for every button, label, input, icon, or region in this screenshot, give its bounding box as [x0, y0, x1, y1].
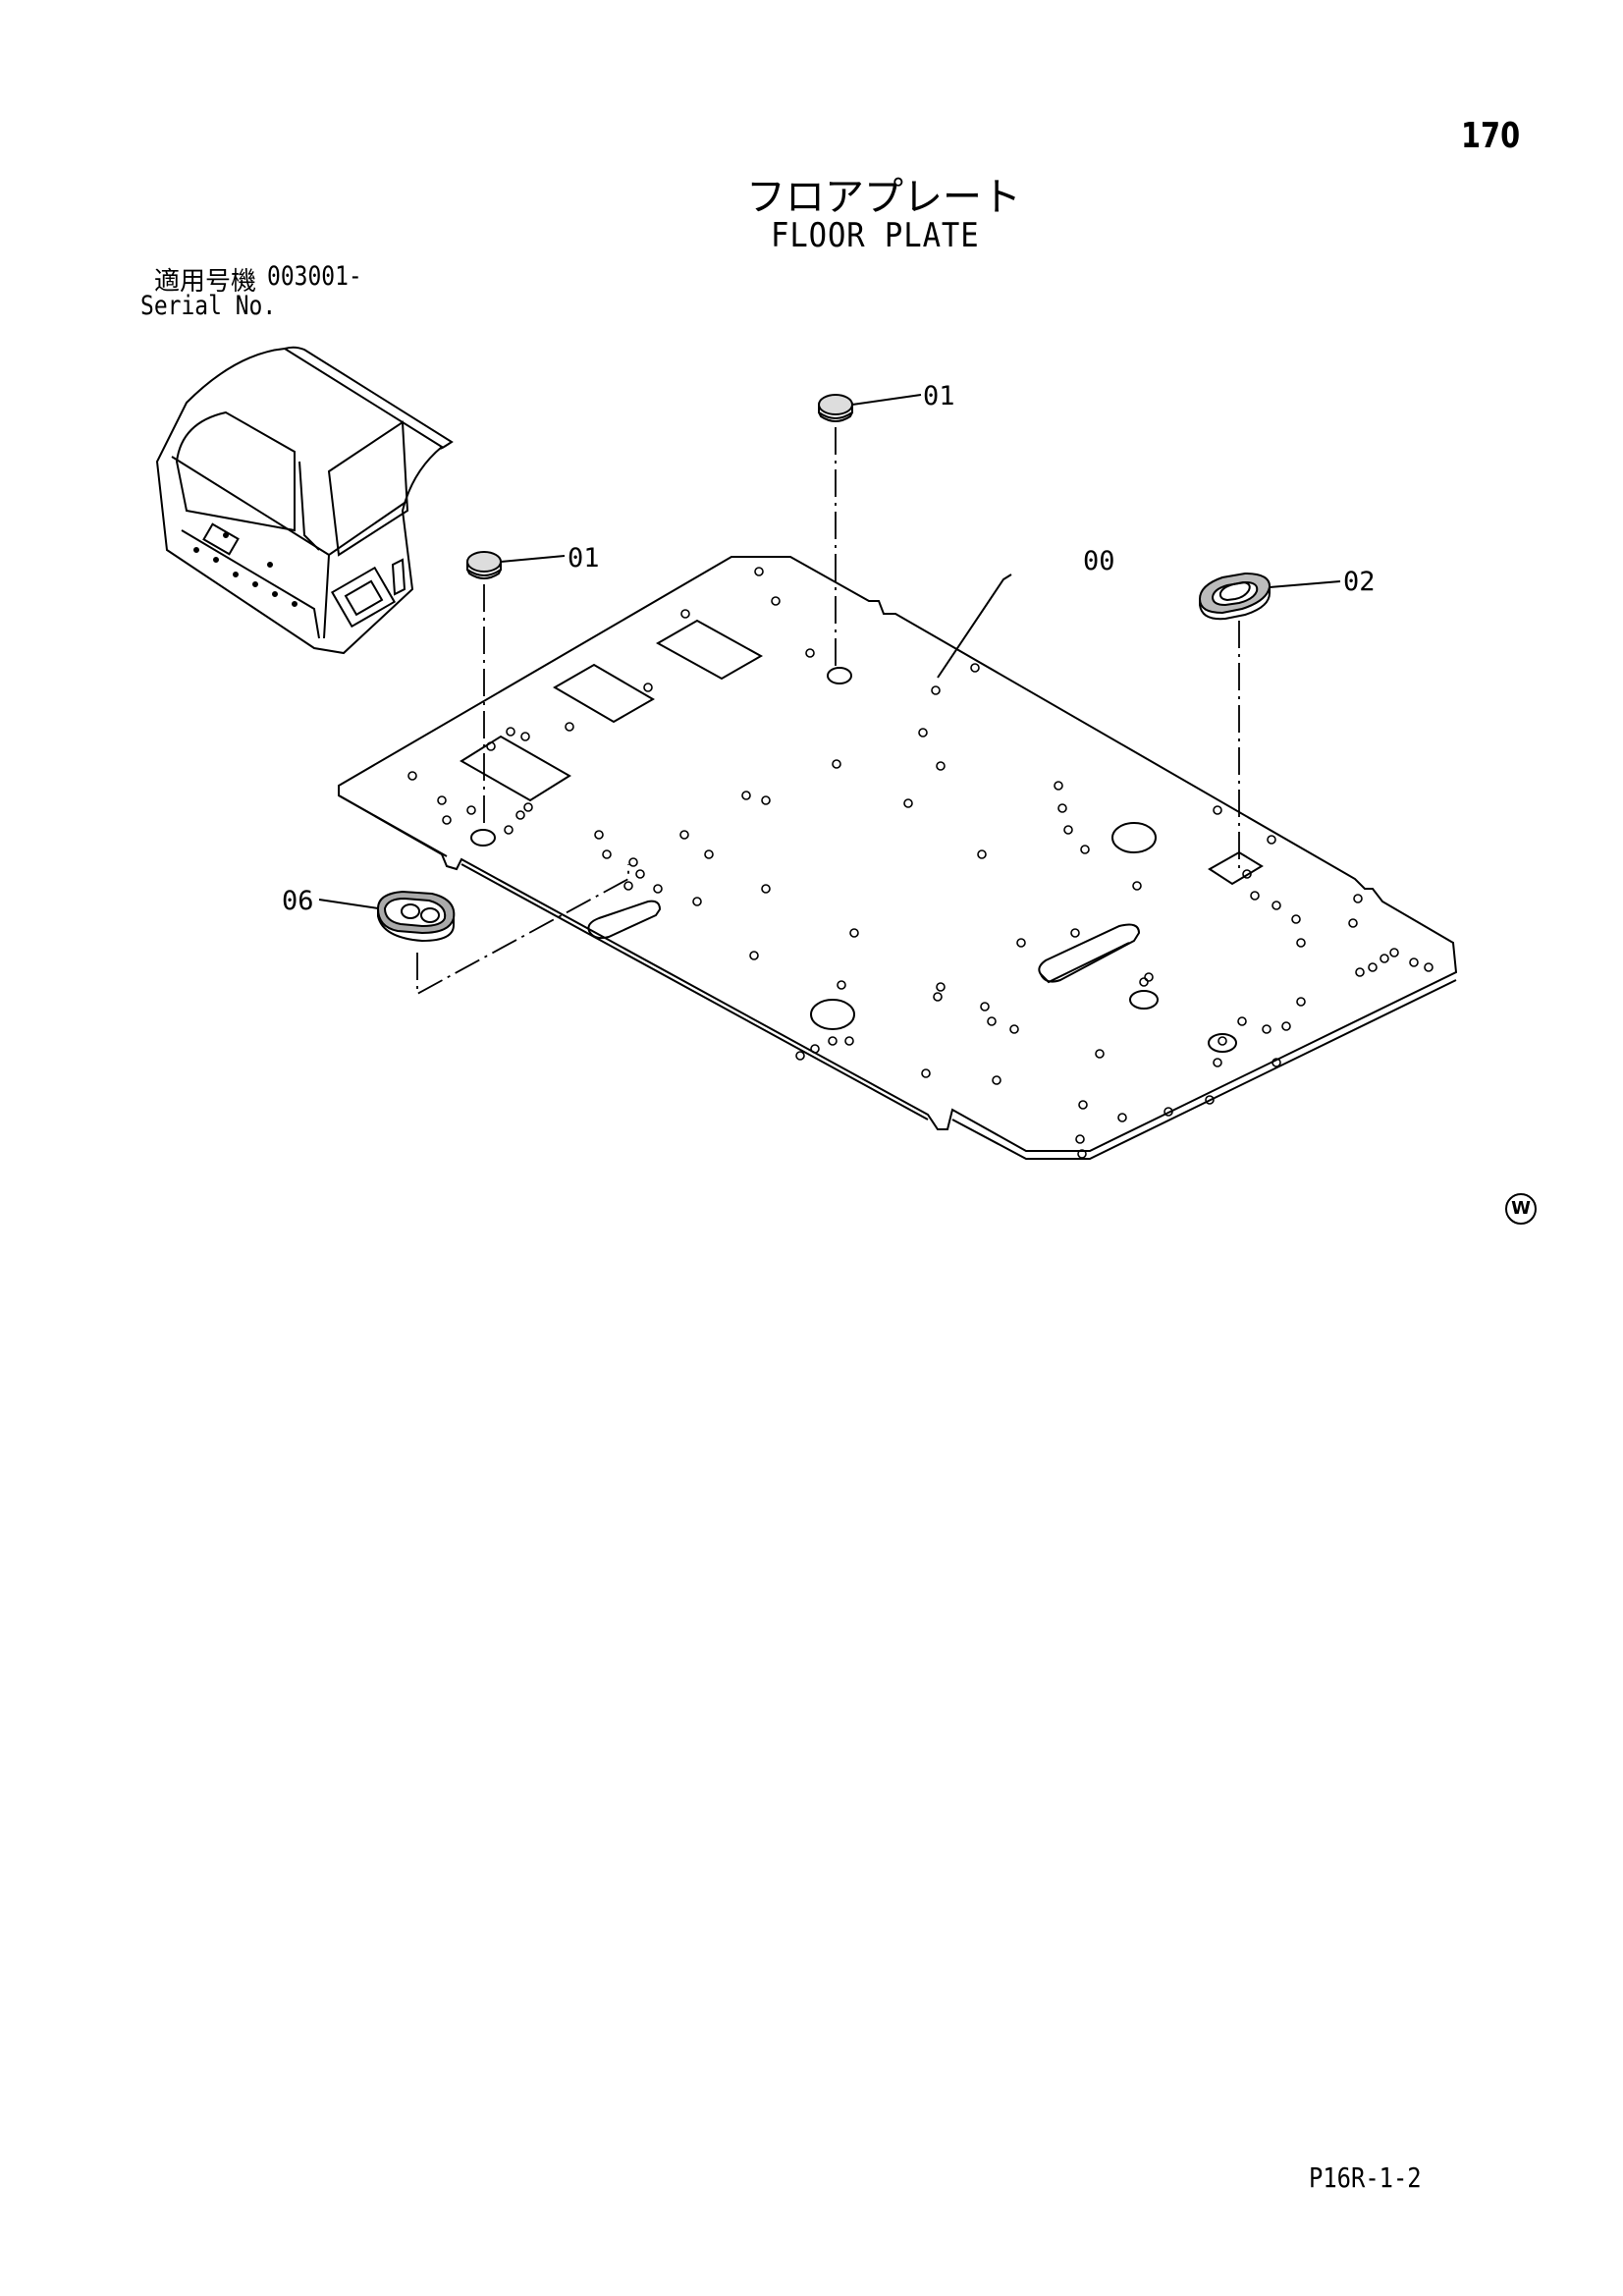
serial-label-japanese: 適用号機 [154, 267, 257, 297]
mounting-holes [407, 567, 1434, 1159]
callout-cover: 06 [282, 886, 314, 916]
callout-floor-plate: 00 [1083, 546, 1115, 576]
leader-lines [318, 394, 1341, 909]
callout-plug-left: 01 [568, 543, 600, 574]
grommet [1198, 572, 1271, 621]
title-english: FLOOR PLATE [771, 216, 980, 255]
plug-top [818, 394, 853, 422]
cab-illustration [155, 346, 454, 655]
footer-code: P16R-1-2 [1309, 2161, 1422, 2194]
dash-dot-guides [416, 427, 1240, 996]
page-number: 170 [1461, 116, 1521, 156]
serial-label-english: Serial No. [140, 291, 277, 321]
cover [376, 890, 456, 943]
watermark-w-mark: W [1505, 1193, 1537, 1225]
callout-grommet: 02 [1343, 567, 1376, 597]
title-japanese: フロアプレート [746, 175, 1021, 220]
floor-plate [338, 556, 1458, 1160]
callout-plug-top: 01 [923, 381, 955, 411]
serial-number-value: 003001- [267, 261, 362, 292]
plug-left [466, 551, 502, 579]
